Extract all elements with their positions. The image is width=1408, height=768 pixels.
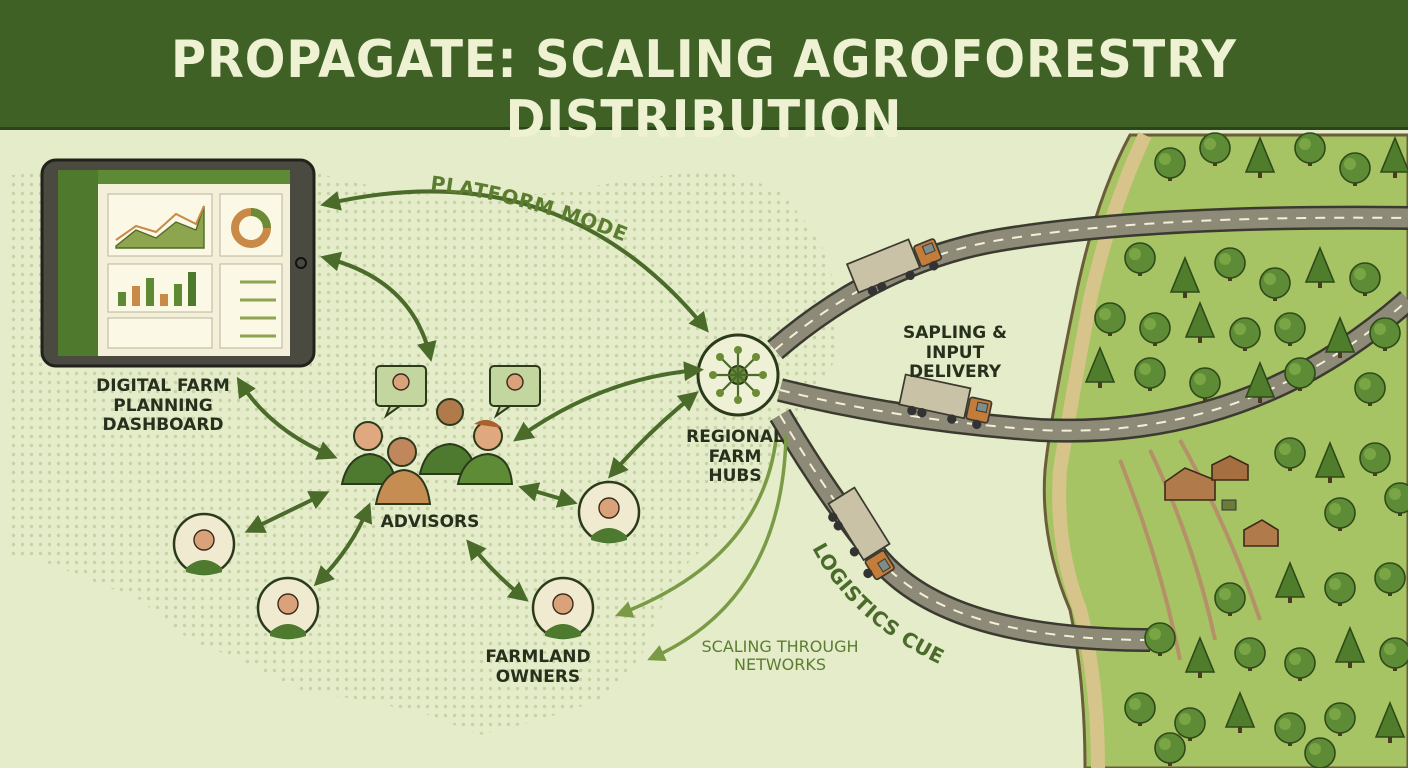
person-avatar-icon [531,576,595,641]
page-title: PROPAGATE: SCALING AGROFORESTRY DISTRIBU… [171,30,1237,150]
advisors-group-icon [340,398,514,505]
label-farmland-owners: FARMLAND OWNERS [485,647,591,687]
person-avatar-icon [577,480,641,545]
network-hub-icon [696,333,780,417]
title-banner: PROPAGATE: SCALING AGROFORESTRY DISTRIBU… [0,0,1408,150]
scaling-arrows [615,434,788,661]
person-avatar-icon [172,512,236,577]
forest-land [1042,133,1408,768]
barn-icon [1164,455,1279,547]
label-scaling-networks: SCALING THROUGH NETWORKS [701,637,859,675]
label-sapling-delivery: SAPLING & INPUT DELIVERY [903,323,1007,383]
label-dashboard: DIGITAL FARM PLANNING DASHBOARD [96,376,230,436]
label-regional-hubs: REGIONAL FARM HUBS [686,427,784,487]
dirt-track [1052,132,1152,768]
label-advisors: ADVISORS [380,512,480,532]
tablet-dashboard-icon [40,158,316,368]
truck-icon [846,229,946,301]
person-avatar-icon [256,576,320,641]
flow-arrows [236,189,709,602]
